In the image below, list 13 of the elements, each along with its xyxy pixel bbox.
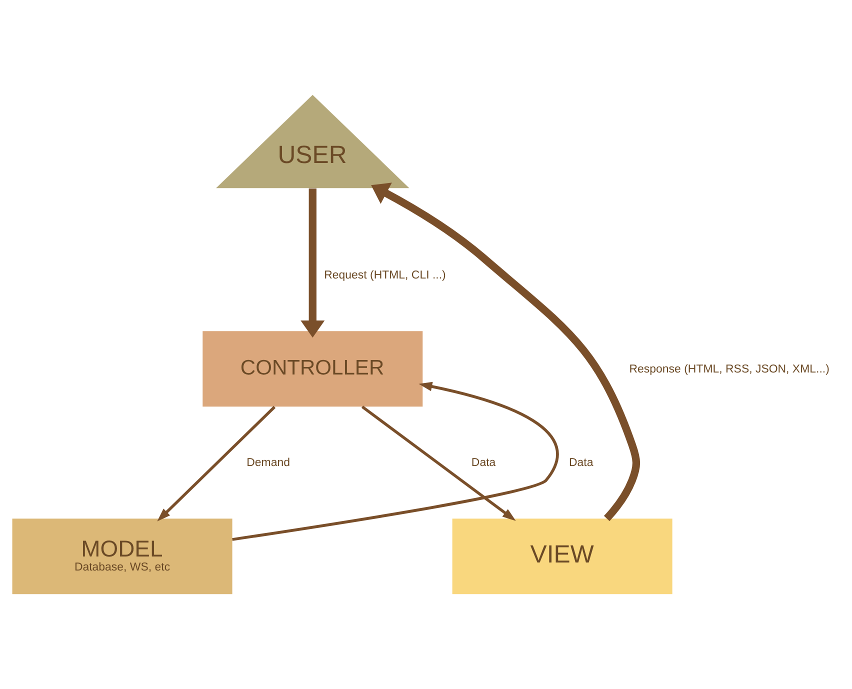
arrow [361, 406, 516, 521]
node-box: CONTROLLER [202, 331, 423, 407]
edge-label: Demand [246, 457, 290, 470]
edge-label: Data [471, 457, 496, 470]
arrow [371, 182, 640, 522]
node-box: MODEL Database, WS, etc [12, 518, 232, 594]
node-box: VIEW [452, 518, 672, 594]
arrow [300, 188, 325, 338]
edge-label: Data [569, 457, 594, 470]
edge-label: Response (HTML, RSS, JSON, XML...) [629, 363, 830, 376]
arrow [157, 406, 276, 522]
arrow [232, 382, 559, 541]
edge-label: Request (HTML, CLI ...) [324, 270, 446, 282]
